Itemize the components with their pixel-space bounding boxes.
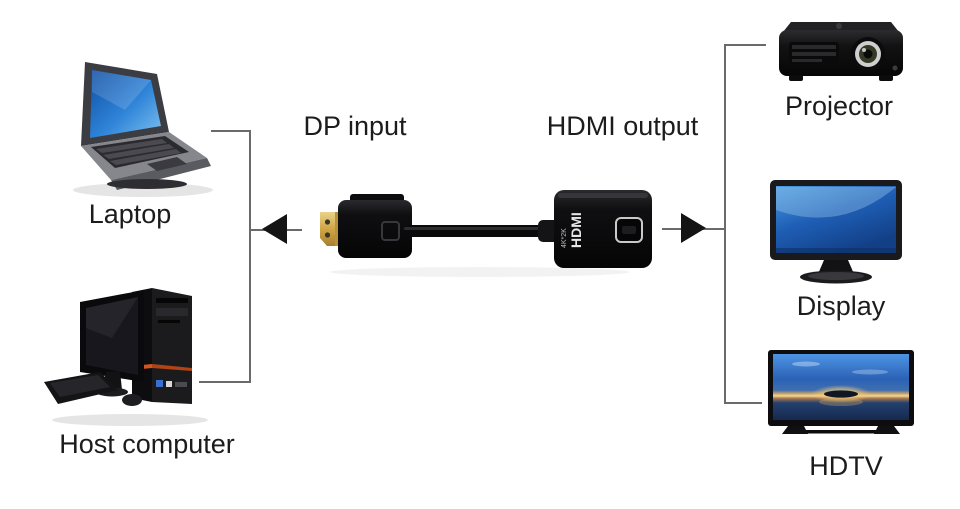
- dp-to-hdmi-adapter-icon: 4K*2K HDMI: [300, 182, 660, 282]
- arrow-left-icon: [262, 214, 287, 244]
- projector-label: Projector: [784, 91, 894, 121]
- host-computer-icon: [40, 276, 220, 428]
- adapter-hdmi-text: HDMI: [568, 212, 584, 248]
- hdtv-icon: [766, 348, 918, 440]
- dp-input-label: DP input: [303, 111, 407, 141]
- arrow-right-icon: [681, 213, 706, 243]
- hdtv-label: HDTV: [809, 451, 883, 481]
- host-computer-label: Host computer: [59, 429, 235, 459]
- connector-line-host: [199, 381, 251, 383]
- hdmi-output-label: HDMI output: [546, 111, 699, 141]
- laptop-label: Laptop: [88, 199, 172, 229]
- connector-line-projector: [724, 44, 766, 46]
- projector-icon: [765, 12, 915, 90]
- connector-line-laptop: [211, 130, 251, 132]
- display-label: Display: [796, 291, 886, 321]
- connector-bus-left: [249, 130, 251, 383]
- connector-line-hdtv: [724, 402, 762, 404]
- laptop-icon: [55, 52, 220, 202]
- adapter-subtext: 4K*2K: [561, 228, 568, 248]
- display-icon: [766, 178, 906, 286]
- connector-bus-right: [724, 44, 726, 404]
